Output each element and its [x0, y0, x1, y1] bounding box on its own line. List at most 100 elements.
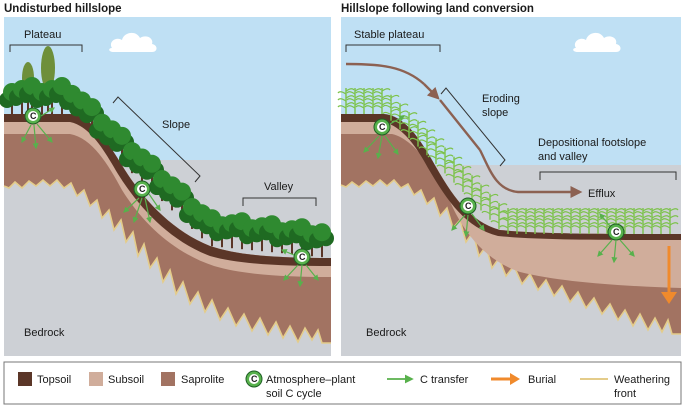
- crop-leaf: [589, 208, 607, 215]
- left-slope-label: Slope: [162, 119, 190, 131]
- legend-weathering-label-line2: front: [614, 388, 636, 400]
- crop-leaf: [373, 102, 391, 109]
- crop-leaf: [454, 166, 472, 173]
- crop-leaf: [562, 215, 580, 222]
- crop-leaf: [526, 208, 544, 215]
- c-marker: C: [379, 122, 386, 132]
- tree-trunk: [261, 236, 263, 252]
- crop-leaf: [427, 138, 445, 145]
- crop-leaf: [409, 127, 427, 135]
- crop-leaf: [436, 147, 454, 154]
- right-panel-title: Hillslope following land conversion: [341, 3, 534, 15]
- crop-leaf: [580, 208, 598, 215]
- crop-leaf: [643, 215, 661, 222]
- right-slope-bracket: [440, 87, 506, 167]
- crop-leaf: [463, 182, 481, 189]
- crop-leaf: [373, 95, 391, 102]
- crop-leaf: [553, 222, 571, 229]
- crop-leaf: [625, 222, 643, 229]
- crop-leaf: [481, 200, 499, 208]
- crop-leaf: [562, 208, 580, 215]
- left-plateau-label: Plateau: [24, 29, 61, 41]
- tree-trunk: [291, 239, 293, 255]
- crop-leaf: [454, 173, 472, 180]
- crop-leaf: [355, 102, 373, 109]
- tree-trunk: [311, 244, 313, 257]
- crop-leaf: [616, 215, 634, 222]
- crop-leaf: [544, 222, 562, 229]
- crop-leaf: [346, 95, 364, 102]
- tree-trunk: [221, 235, 223, 248]
- right-bedrock-label: Bedrock: [366, 327, 407, 339]
- crop-leaf: [652, 208, 670, 215]
- crop-leaf: [571, 215, 589, 222]
- crop-leaf: [355, 88, 373, 95]
- crop-leaf: [634, 215, 652, 222]
- crop-leaf: [337, 88, 355, 95]
- crop-leaf: [607, 208, 625, 215]
- crop-leaf: [526, 215, 544, 222]
- crop-leaf: [409, 120, 427, 128]
- crop-leaf: [589, 222, 607, 229]
- left-forest: [0, 77, 334, 258]
- crop-leaf: [427, 145, 445, 152]
- crop-leaf: [625, 208, 643, 215]
- crop-leaf: [400, 126, 418, 133]
- tree-trunk: [231, 233, 233, 249]
- crop-leaf: [382, 94, 400, 102]
- right-panel: Stable plateau Eroding slope Depositiona…: [337, 17, 681, 356]
- tree-trunk: [11, 102, 13, 114]
- legend-transfer-label: C transfer: [420, 374, 469, 386]
- crop-leaf: [580, 215, 598, 222]
- c-marker: C: [30, 111, 37, 121]
- crop-leaf: [418, 136, 436, 143]
- right-footslope-label-line2: and valley: [538, 151, 588, 163]
- crop-leaf: [634, 222, 652, 229]
- legend-burial-arrow-head: [510, 373, 520, 385]
- crop-leaf: [463, 189, 481, 196]
- crop-leaf: [517, 222, 535, 229]
- crop-leaf: [616, 208, 634, 215]
- crop-leaf: [472, 191, 490, 198]
- tree-trunk: [251, 238, 253, 251]
- tree-trunk: [51, 99, 53, 114]
- legend-topsoil-swatch: [18, 372, 32, 386]
- right-footslope-label-line1: Depositional footslope: [538, 137, 646, 149]
- crop-leaf: [364, 102, 382, 109]
- crop-leaf: [535, 222, 553, 229]
- left-bedrock-label: Bedrock: [24, 327, 65, 339]
- c-marker: C: [139, 184, 146, 194]
- left-weathering-front: [3, 178, 331, 344]
- crop-leaf: [544, 208, 562, 215]
- legend-cycle-label-line2: soil C cycle: [266, 388, 322, 400]
- crop-leaf: [373, 88, 391, 95]
- legend-burial-label: Burial: [528, 374, 556, 386]
- tree-trunk: [21, 99, 23, 114]
- right-c-cycle-plateau: C: [363, 115, 406, 160]
- left-c-cycle-plateau: C: [21, 107, 56, 150]
- efflux-arrow: [345, 62, 580, 192]
- crop-leaf: [535, 215, 553, 222]
- crop-leaf: [571, 208, 589, 215]
- crop-leaf: [643, 208, 661, 215]
- legend-c-cycle-icon: C: [245, 370, 263, 388]
- crop-leaf: [526, 222, 544, 229]
- left-c-cycle-slope: C: [123, 180, 161, 224]
- crop-leaf: [418, 129, 436, 136]
- crop-leaf: [409, 134, 427, 142]
- crop-leaf: [382, 108, 400, 116]
- left-c-cycle-valley: C: [280, 248, 319, 288]
- crop-leaf: [445, 170, 463, 178]
- crop-leaf: [571, 222, 589, 229]
- crop-leaf: [508, 208, 526, 215]
- crop-leaf: [652, 222, 670, 229]
- crop-leaf: [346, 88, 364, 95]
- crop-leaf: [517, 208, 535, 215]
- crop-leaf: [553, 208, 571, 215]
- crop-leaf: [661, 215, 679, 222]
- c-marker: C: [251, 374, 258, 384]
- crop-leaf: [499, 208, 517, 215]
- left-valley-label: Valley: [264, 181, 294, 193]
- legend-cycle-label-line1: Atmosphere–plant: [266, 374, 355, 386]
